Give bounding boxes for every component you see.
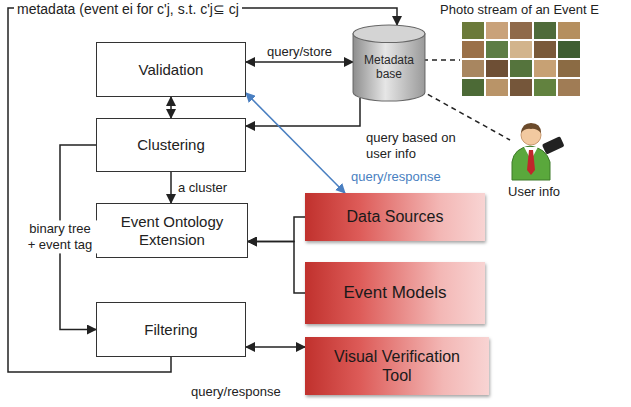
- user-body: [512, 146, 550, 180]
- photo-thumb: [534, 22, 556, 39]
- node-text-group: Event Ontology Extension: [105, 213, 239, 249]
- cylinder-body: [353, 34, 425, 101]
- edge-label: metadata (event ei for c'j, s.t. c'j⊆ cj: [14, 0, 242, 19]
- photo-thumb: [534, 60, 556, 77]
- edge-label: query/response: [191, 384, 281, 400]
- node-label: Metadata base: [355, 53, 423, 82]
- photo-thumb: [534, 41, 556, 58]
- cylinder-top: [353, 25, 425, 43]
- photo-thumb: [510, 60, 532, 77]
- database-cylinder: Metadata base: [352, 24, 426, 102]
- node-text-group: Event Models: [344, 283, 447, 303]
- process-box: Clustering: [96, 118, 246, 172]
- node-text-group: Metadata base: [355, 53, 423, 82]
- connector: [170, 97, 172, 118]
- node-label: Filtering: [144, 321, 197, 339]
- photo-thumb: [486, 79, 508, 96]
- edge-label: query/response: [351, 169, 441, 185]
- resource-box: Visual Verification Tool: [305, 337, 489, 395]
- edge-label: query based on user info: [366, 130, 466, 161]
- phone: [542, 136, 565, 154]
- node-label: Event Ontology Extension: [105, 213, 239, 249]
- photo-thumb: [486, 41, 508, 58]
- node-text-group: Visual Verification Tool: [323, 347, 471, 385]
- user-hair: [521, 123, 541, 133]
- edge-label: binary tree + event tag: [23, 221, 97, 254]
- connector: [246, 61, 353, 63]
- photo-thumb: [462, 60, 484, 77]
- process-box: Filtering: [96, 302, 246, 357]
- node-label: Validation: [139, 61, 204, 79]
- photo-thumb: [558, 79, 580, 96]
- photo-thumb: [510, 79, 532, 96]
- node-label: Visual Verification Tool: [323, 347, 471, 385]
- photo-thumb: [558, 22, 580, 39]
- connector: [246, 98, 360, 126]
- photo-thumb: [510, 22, 532, 39]
- annotation: User info: [508, 184, 560, 200]
- connector: [248, 217, 305, 242]
- photo-thumb: [462, 79, 484, 96]
- connector: [246, 346, 305, 348]
- photo-thumb: [486, 22, 508, 39]
- resource-box: Event Models: [305, 262, 485, 324]
- annotation: Photo stream of an Event E: [440, 2, 599, 18]
- photo-thumb: [510, 41, 532, 58]
- node-text-group: Validation: [139, 61, 204, 79]
- connector: [246, 93, 345, 193]
- photo-thumb: [462, 41, 484, 58]
- process-box: Validation: [96, 42, 246, 97]
- photo-thumb: [534, 79, 556, 96]
- process-box: Event Ontology Extension: [96, 203, 248, 258]
- connector: [170, 172, 172, 203]
- photo-thumb: [486, 60, 508, 77]
- connector: [248, 242, 305, 294]
- node-text-group: Clustering: [137, 136, 205, 154]
- photo-thumb: [558, 60, 580, 77]
- resource-box: Data Sources: [305, 193, 485, 241]
- node-label: Clustering: [137, 136, 205, 154]
- user-tie: [527, 150, 535, 175]
- node-label: Data Sources: [347, 207, 444, 226]
- edge-label: a cluster: [178, 180, 227, 196]
- node-text-group: Data Sources: [347, 207, 444, 226]
- node-label: Event Models: [344, 283, 447, 303]
- photo-thumb: [462, 22, 484, 39]
- user-icon: [512, 123, 565, 180]
- edge-label: query/store: [267, 44, 332, 60]
- photo-thumb: [558, 41, 580, 58]
- dashed-leader: [423, 59, 460, 61]
- photo-stream: [462, 22, 580, 96]
- node-text-group: Filtering: [144, 321, 197, 339]
